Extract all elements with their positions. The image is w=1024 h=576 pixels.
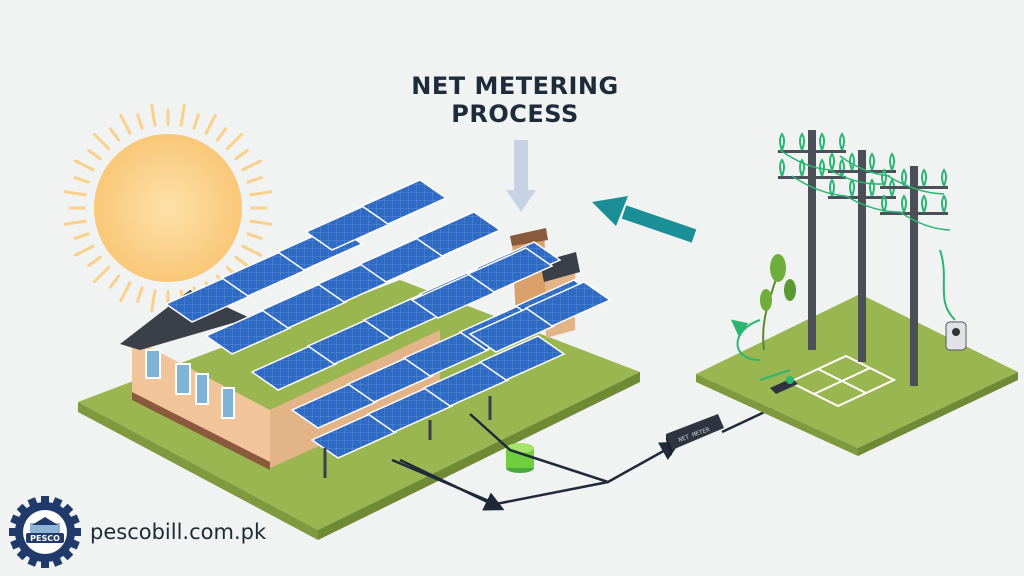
solar-panel-icon [260,283,348,329]
svg-text:PESCO: PESCO [30,534,60,543]
solar-panel-icon [366,387,454,433]
solar-panel-icon [306,319,394,365]
title-line-2: PROCESS [451,100,579,128]
solar-panel-icon [358,237,446,283]
arrow-icon [592,196,697,243]
title-line-1: NET METERING [411,72,619,100]
footer-brand: PESCO pescobill.com.pk [8,496,266,568]
pesco-seal-logo: PESCO [8,495,82,569]
solar-panel-icon [346,357,434,403]
grid-wires [759,249,956,381]
solar-panel-icon [468,307,556,353]
solar-panel-icon [402,331,490,377]
solar-panel-icon [220,251,308,297]
power-tower-icon [778,130,951,386]
grid-meter-icon [945,321,967,351]
site-url[interactable]: pescobill.com.pk [90,520,267,544]
junction-icon [770,376,798,394]
down-arrow-icon [506,140,536,212]
solar-panel-icon [204,309,292,355]
meter-icon: NET METER [666,414,724,456]
solar-panel-icon [414,211,502,257]
solar-panel-icon [410,273,498,319]
solar-array [164,179,612,459]
grid-ground [696,294,1018,456]
solar-panel-icon [360,179,448,225]
solar-panel-icon [250,345,338,391]
solar-panel-icon [164,277,252,323]
plant-icon [730,254,796,361]
solar-panel-icon [466,247,554,293]
solar-panel-icon [310,413,398,459]
battery-icon [506,443,534,473]
solar-panel-icon [478,335,566,381]
page-title: NET METERING PROCESS [370,72,660,128]
solar-panel-icon [304,205,392,251]
solar-panel-icon [290,383,378,429]
panel-posts [323,396,492,478]
solar-panel-icon [524,281,612,327]
solar-panel-icon [422,361,510,407]
sun-icon [63,103,273,313]
